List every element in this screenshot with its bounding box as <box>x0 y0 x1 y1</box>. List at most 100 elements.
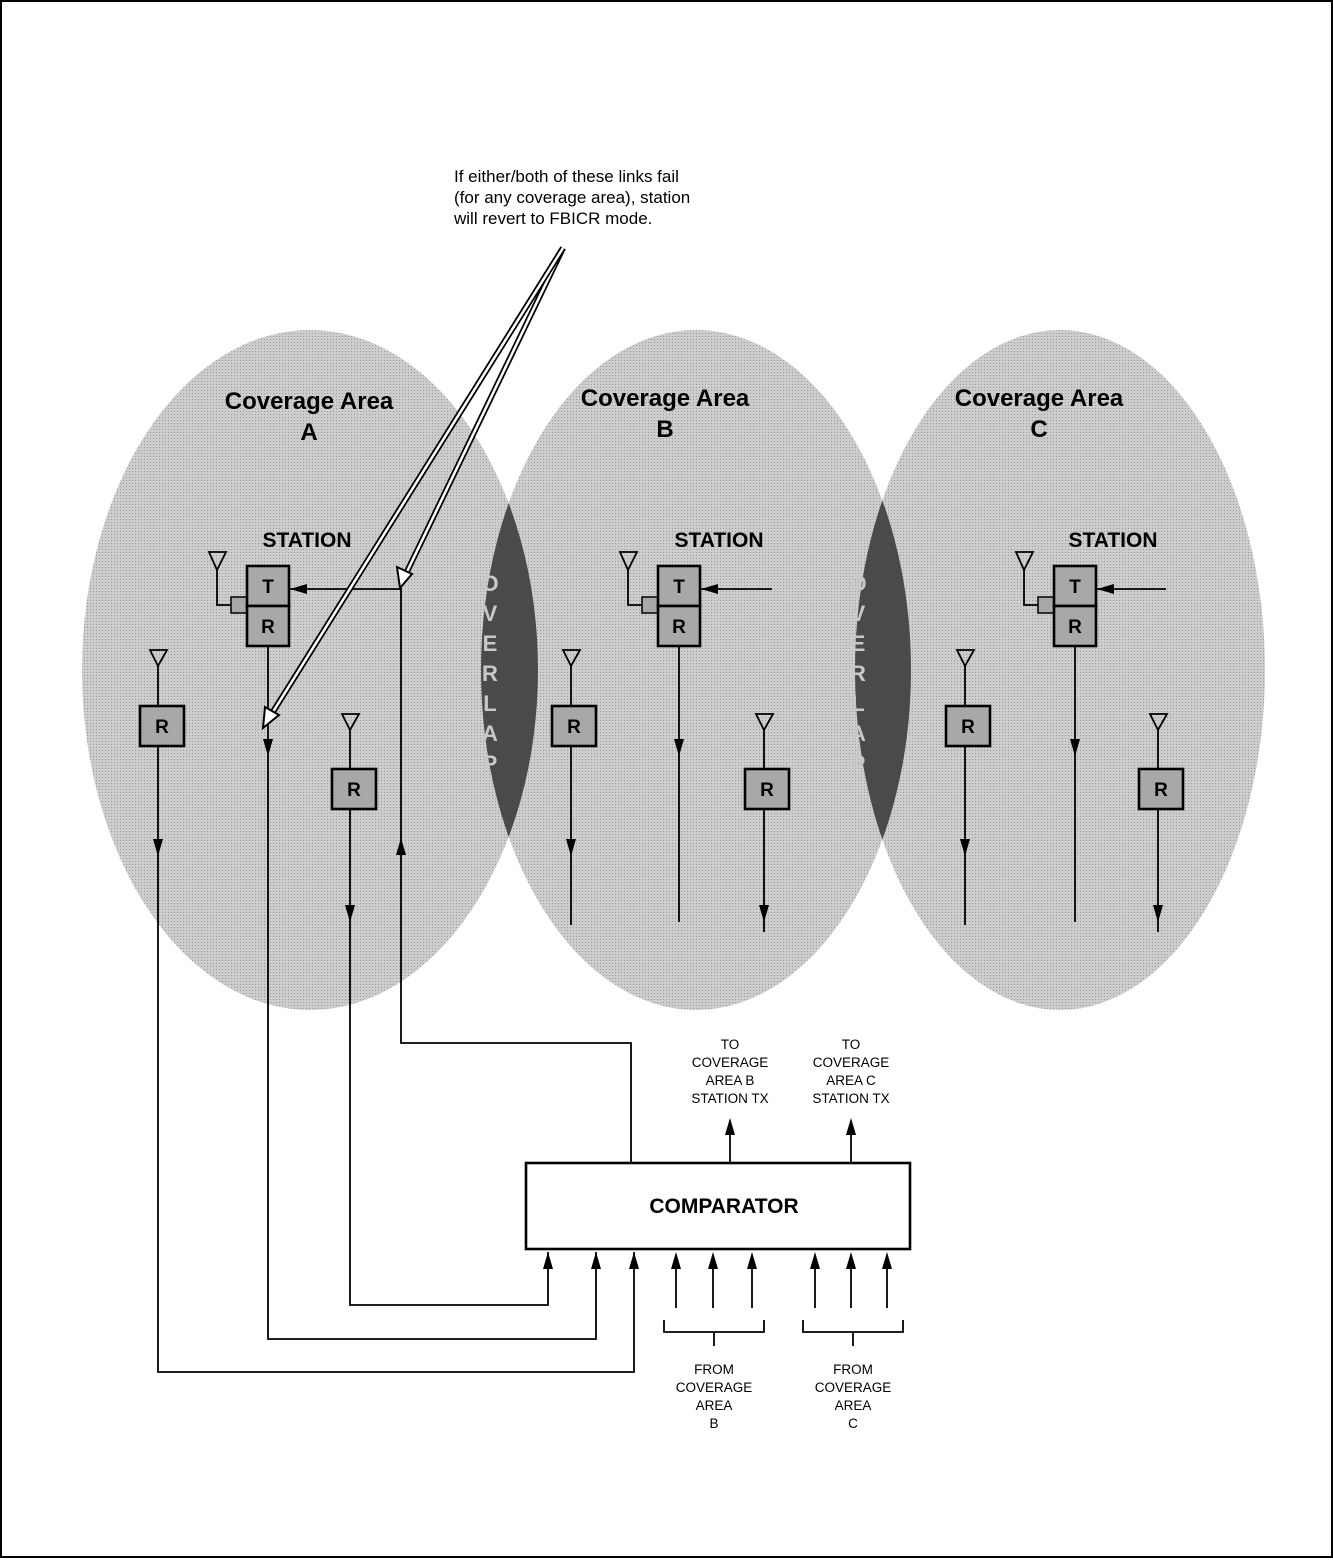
overlap-letter: R <box>850 661 866 686</box>
coverage-area-c-title: Coverage Area <box>955 385 1124 412</box>
input-c-line-2: COVERAGE <box>815 1380 892 1395</box>
arrow-icon <box>153 839 163 856</box>
annotation-line-3: will revert to FBICR mode. <box>453 209 652 228</box>
coverage-area-c-ellipse <box>855 330 1265 1010</box>
arrow-icon <box>1153 905 1163 922</box>
remote-receiver <box>330 767 378 811</box>
overlap-letter: O <box>481 571 498 596</box>
arrow-icon <box>629 1252 639 1269</box>
arrow-icon <box>701 584 718 594</box>
annotation-line-2: (for any coverage area), station <box>454 188 690 207</box>
input-b-line-3: AREA <box>696 1398 733 1413</box>
overlap-letter: L <box>851 691 864 716</box>
arrow-icon <box>725 1118 735 1135</box>
receiver-label: R <box>567 717 581 738</box>
remote-receiver <box>550 704 598 748</box>
overlap-label-ab: O V E R L A P <box>481 571 498 776</box>
station-c-receiver <box>1052 604 1098 648</box>
overlap-letter: E <box>483 631 498 656</box>
coverage-area-c-letter: C <box>1030 416 1047 443</box>
overlap-letter: P <box>851 751 866 776</box>
overlap-letter: E <box>851 631 866 656</box>
remote-receiver <box>743 767 791 811</box>
annotation-line-1: If either/both of these links fail <box>454 167 679 186</box>
arrow-icon <box>543 1252 553 1269</box>
annotation-callout <box>261 246 566 731</box>
station-label-b: STATION <box>674 529 763 552</box>
receiver-label: R <box>672 617 686 638</box>
overlap-letter: L <box>483 691 496 716</box>
arrow-icon <box>671 1252 681 1269</box>
arrow-icon <box>345 905 355 922</box>
receiver-label: R <box>1068 617 1082 638</box>
receiver-label: R <box>760 780 774 801</box>
arrow-icon <box>290 584 307 594</box>
input-b-line-2: COVERAGE <box>676 1380 753 1395</box>
arrow-icon <box>396 838 406 855</box>
arrow-icon <box>960 839 970 856</box>
arrow-icon <box>263 739 273 756</box>
links <box>153 584 1166 1373</box>
receiver-label: R <box>155 717 169 738</box>
arrow-icon <box>759 905 769 922</box>
input-bracket-c <box>802 1320 904 1346</box>
antenna-icon <box>561 649 582 668</box>
comparator-inputs <box>663 1252 904 1346</box>
antenna-icon <box>955 649 976 668</box>
coverage-area-b-title: Coverage Area <box>581 385 750 412</box>
overlap-letter: V <box>483 601 498 626</box>
input-b-line-1: FROM <box>694 1362 734 1377</box>
station-b: T R <box>618 551 702 648</box>
station-c: T R <box>1014 551 1098 648</box>
comparator-outputs <box>725 1118 856 1163</box>
arrow-icon <box>674 739 684 756</box>
arrow-icon <box>1097 584 1114 594</box>
arrow-icon <box>1070 739 1080 756</box>
receiver-a1: R <box>138 649 186 748</box>
output-c-line-1: TO <box>842 1037 861 1052</box>
station-label-a: STATION <box>262 529 351 552</box>
output-b-line-4: STATION TX <box>691 1091 768 1106</box>
antenna-icon <box>340 713 361 732</box>
comparator-label: COMPARATOR <box>649 1195 798 1218</box>
input-b-line-4: B <box>709 1416 718 1431</box>
output-b-line-2: COVERAGE <box>692 1055 769 1070</box>
remote-receiver <box>138 704 186 748</box>
antenna-icon <box>754 713 775 732</box>
output-c-line-3: AREA C <box>826 1073 876 1088</box>
receiver-label: R <box>347 780 361 801</box>
output-b-line-1: TO <box>721 1037 740 1052</box>
input-c-line-4: C <box>848 1416 858 1431</box>
arrow-icon <box>882 1252 892 1269</box>
overlap-letter: A <box>482 721 498 746</box>
arrow-icon <box>591 1252 601 1269</box>
receiver-c2: R <box>1137 713 1185 811</box>
output-c-line-2: COVERAGE <box>813 1055 890 1070</box>
antenna-icon <box>1148 713 1169 732</box>
coverage-area-b-letter: B <box>656 416 673 443</box>
comparator-box <box>524 1161 912 1251</box>
overlap-letter: V <box>851 601 866 626</box>
remote-receiver <box>1137 767 1185 811</box>
duplexer-icon <box>1037 596 1055 614</box>
antenna-icon <box>207 551 228 573</box>
receiver-label: R <box>961 717 975 738</box>
antenna-icon <box>1014 551 1035 573</box>
arrow-icon <box>846 1252 856 1269</box>
transmitter-label: T <box>673 577 685 598</box>
link-a-station-rx <box>267 646 597 1340</box>
station-c-transmitter <box>1052 564 1098 608</box>
station-a: T R <box>207 551 291 648</box>
remote-receiver <box>944 704 992 748</box>
link-a-receiver-1 <box>157 746 635 1373</box>
arrow-icon <box>566 839 576 856</box>
overlap-letter: R <box>482 661 498 686</box>
output-b-line-3: AREA B <box>706 1073 755 1088</box>
arrow-icon <box>810 1252 820 1269</box>
coverage-area-b-ellipse <box>481 330 911 1010</box>
overlap-label-bc: O V E R L A P <box>849 571 866 776</box>
antenna-icon <box>148 649 169 668</box>
coverage-area-a-ellipse <box>82 330 538 1010</box>
